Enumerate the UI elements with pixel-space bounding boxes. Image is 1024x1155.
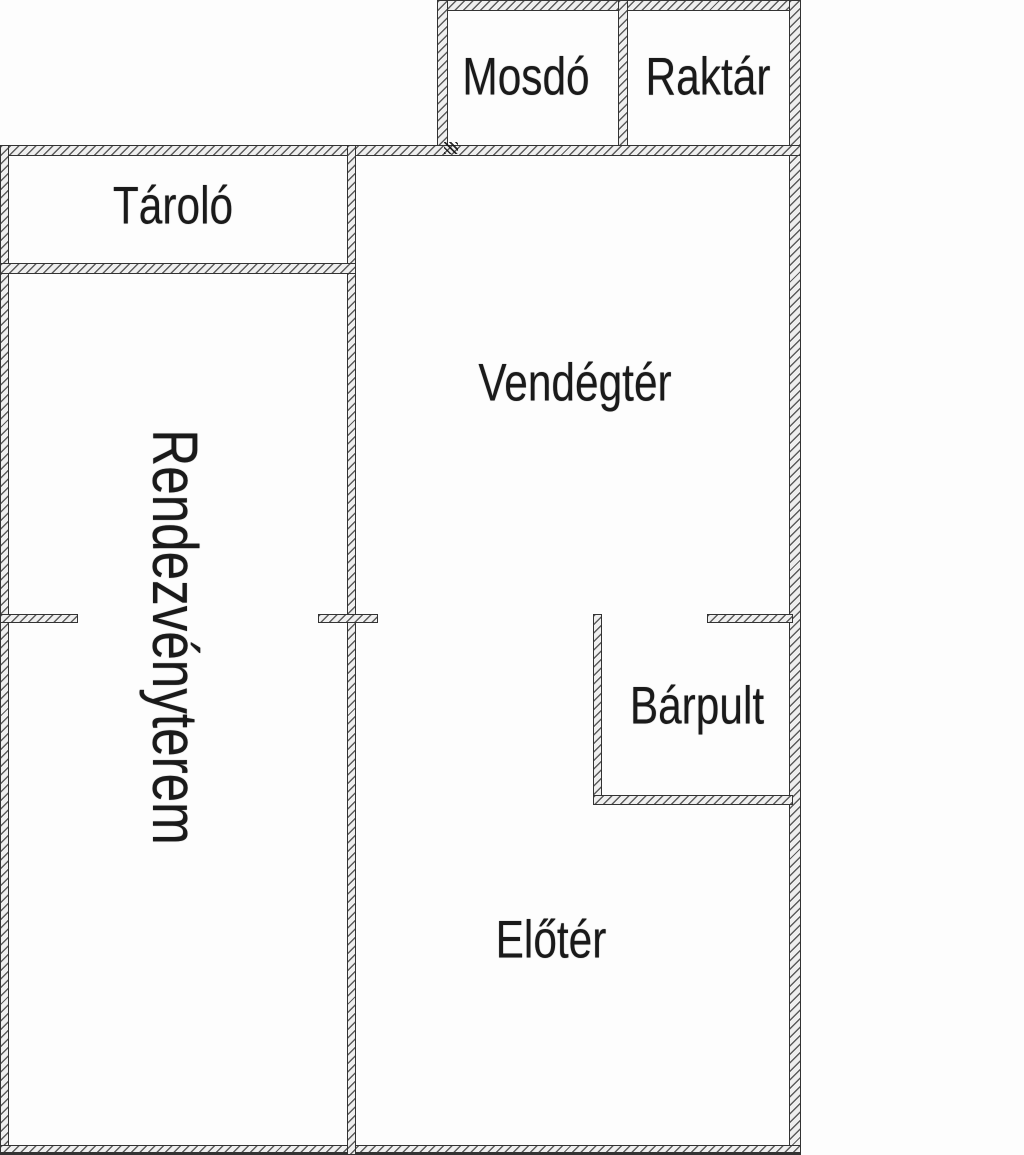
room-label-eloter: Előtér [495, 910, 607, 970]
wall-annex-divider [618, 0, 628, 156]
room-label-mosdo: Mosdó [462, 47, 590, 107]
wall-barpult-left [593, 614, 602, 805]
room-label-raktar: Raktár [645, 47, 771, 107]
wall-stub-central [318, 614, 378, 623]
room-label-tarolo: Tároló [112, 176, 234, 236]
wall-stub-left [0, 614, 78, 623]
room-label-barpult: Bárpult [629, 676, 765, 736]
wall-barpult-bottom [593, 795, 793, 805]
wall-outer-bottom [0, 1145, 801, 1155]
wall-outer-top [0, 145, 801, 156]
room-label-rendezvenyterem: Rendezvényterem [139, 429, 211, 845]
wall-outer-right [789, 0, 801, 1155]
door-mark [444, 142, 458, 154]
wall-stub-right [707, 614, 793, 623]
room-label-vendegter: Vendégtér [478, 353, 672, 413]
wall-tarolo-bottom [0, 263, 356, 274]
